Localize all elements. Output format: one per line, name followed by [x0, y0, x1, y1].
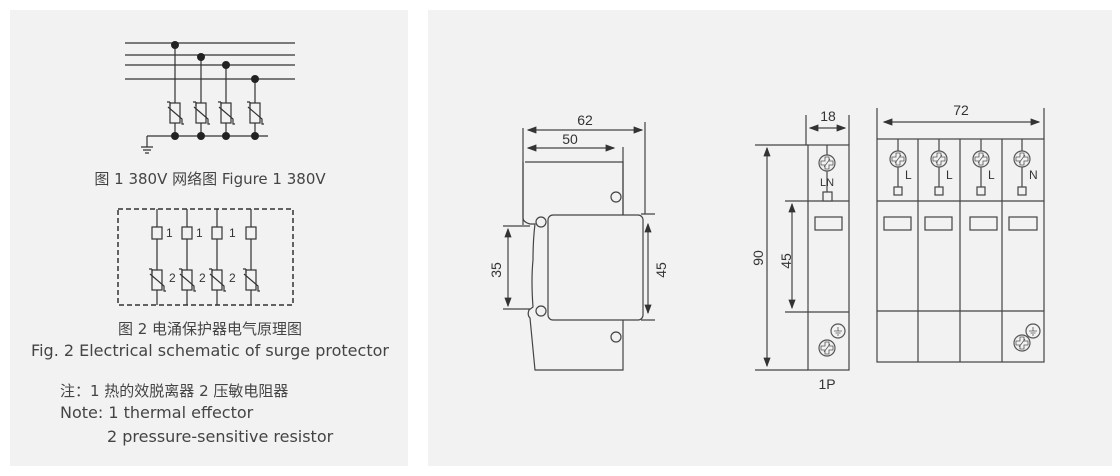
dim-72: 72 — [953, 102, 969, 118]
terminal-ln: LN — [819, 177, 835, 189]
four-pole-drawing — [876, 108, 1045, 363]
label-1: 1 — [196, 226, 203, 240]
note-en-2: 2 pressure-sensitive resistor — [107, 427, 334, 446]
figure2-schematic — [117, 208, 294, 306]
terminal-label: L — [946, 168, 953, 182]
label-2: 2 — [199, 271, 206, 285]
note-en-1: Note: 1 thermal effector — [60, 403, 254, 422]
dim-50: 50 — [562, 131, 578, 147]
dim-18: 18 — [820, 108, 836, 124]
side-view-drawing — [503, 122, 655, 371]
model-1p: 1P — [818, 376, 836, 392]
figure2-caption-en: Fig. 2 Electrical schematic of surge pro… — [31, 341, 389, 360]
figure1-network-diagram — [125, 41, 295, 154]
terminal-label: L — [988, 168, 995, 182]
dim-45: 45 — [652, 262, 669, 278]
terminal-label: L — [905, 168, 912, 182]
dim-45-1p: 45 — [777, 253, 794, 269]
dim-35: 35 — [487, 262, 504, 278]
label-2: 2 — [229, 271, 236, 285]
label-1: 1 — [229, 226, 236, 240]
figure2-caption-cn: 图 2 电涌保护器电气原理图 — [117, 320, 303, 338]
note-cn: 注：1 热的效脱离器 2 压敏电阻器 — [60, 382, 289, 400]
terminal-label: N — [1029, 168, 1038, 182]
dim-90: 90 — [749, 250, 766, 266]
figure1-caption: 图 1 380V 网络图 Figure 1 380V — [94, 170, 326, 188]
dim-62: 62 — [577, 112, 593, 128]
label-2: 2 — [169, 271, 176, 285]
schematic-panel — [10, 10, 408, 466]
single-pole-drawing — [755, 115, 850, 371]
label-1: 1 — [166, 226, 173, 240]
